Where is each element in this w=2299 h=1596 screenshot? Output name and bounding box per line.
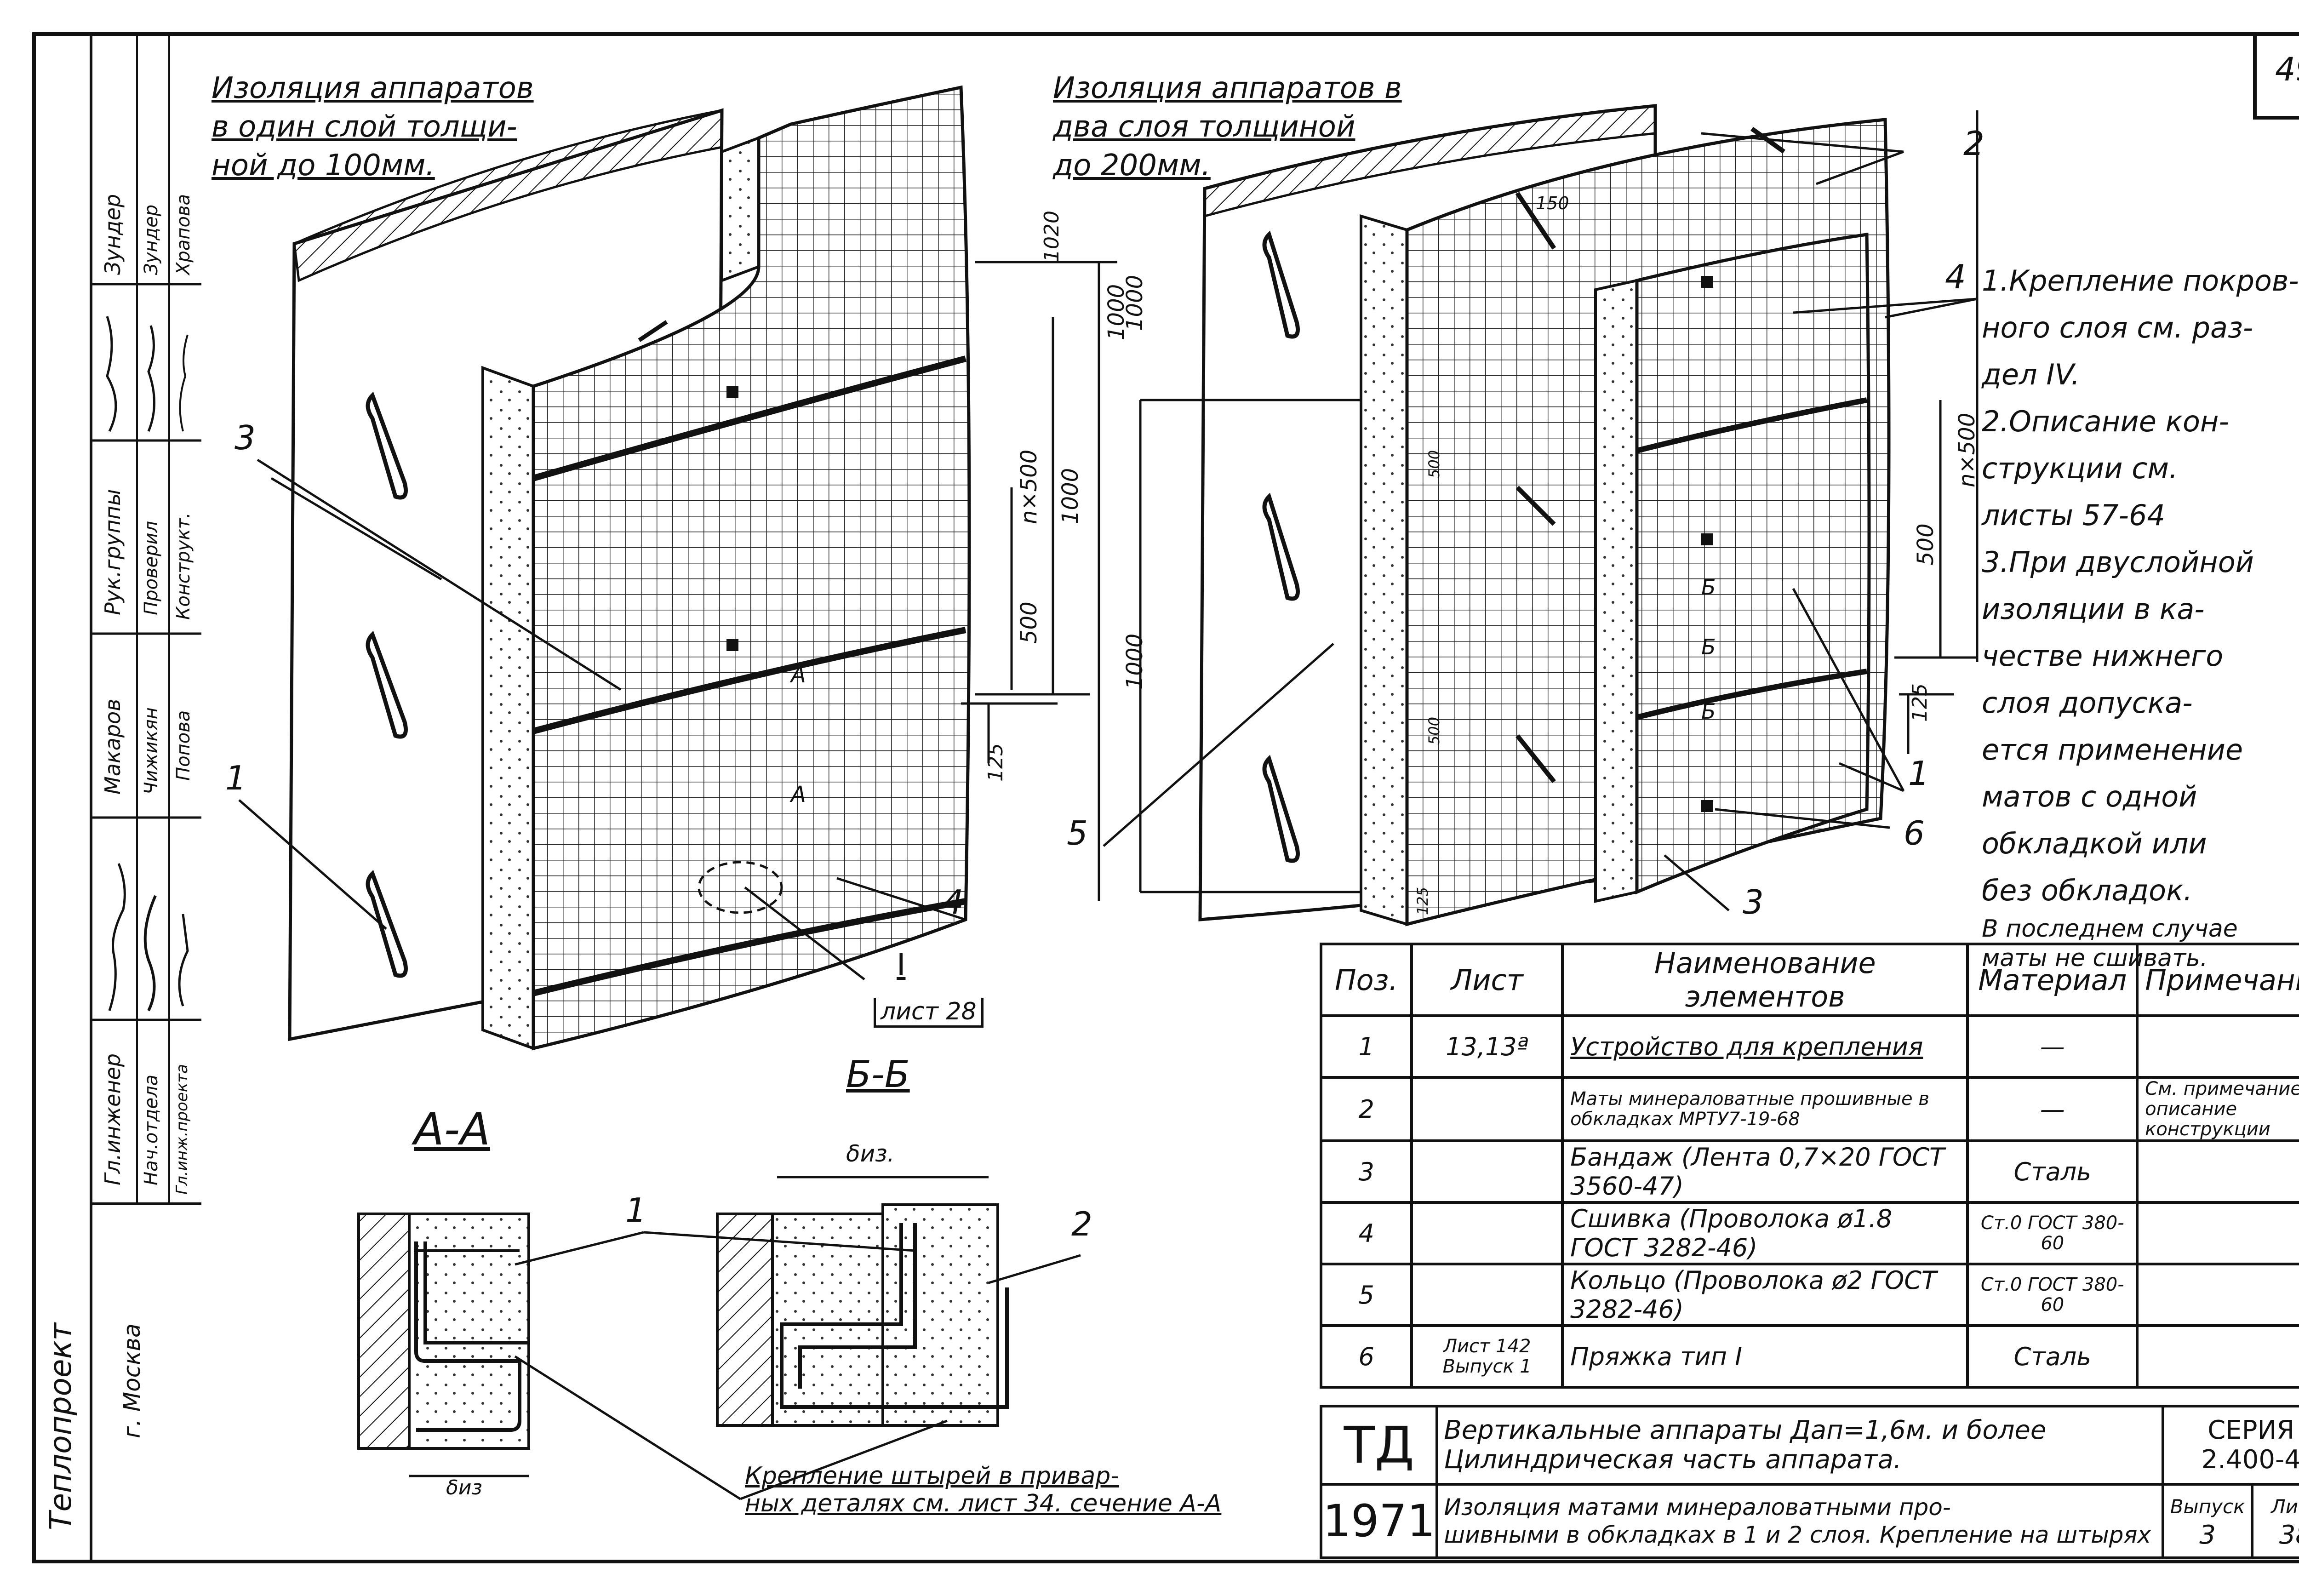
- col-material: Материал: [1966, 943, 2139, 1017]
- callout-1-right: 1: [1908, 754, 1929, 793]
- insulation-face-left: [532, 85, 971, 1051]
- table-row: 4 Сшивка (Проволока ø1.8 ГОСТ 3282-46) С…: [1319, 1201, 2299, 1265]
- stamp-year: 1971: [1319, 1483, 1439, 1559]
- sheet-number-box: 49: [2253, 32, 2299, 120]
- section-callout-1: 1: [625, 1191, 646, 1230]
- stamp-vyp: Выпуск 3: [2162, 1483, 2253, 1559]
- section-bb-title: Б-Б: [846, 1053, 910, 1096]
- table-row: 3 Бандаж (Лента 0,7×20 ГОСТ 3560-47) Ста…: [1319, 1139, 2299, 1204]
- spec-table: Поз. Лист Наименование элементов Материа…: [1319, 943, 2299, 1389]
- dim-500-vessel-b: 500: [1425, 716, 1443, 745]
- callout-3-left: 3: [234, 418, 256, 457]
- leader-lines: [238, 132, 1978, 980]
- table-row: 5 Кольцо (Проволока ø2 ГОСТ 3282-46) Ст.…: [1319, 1263, 2299, 1327]
- dim-1020: 1020: [1040, 211, 1064, 262]
- stamp-title-2: Изоляция матами минераловатными про- шив…: [1435, 1483, 2165, 1559]
- section-mark-a1: А: [791, 662, 806, 688]
- col-pos: Поз.: [1319, 943, 1413, 1017]
- col-note: Примечание: [2136, 943, 2299, 1017]
- dim-150: 150: [1536, 193, 1569, 213]
- notes: 1.Крепление покров- ного слоя см. раз- д…: [1982, 264, 2299, 972]
- dim-125-bottom: 125: [1414, 887, 1431, 915]
- section-bb: [716, 1176, 1009, 1427]
- callout-4-right: 4: [1945, 257, 1966, 296]
- dim-500-left: 500: [1016, 601, 1042, 644]
- dim-125-right: 125: [1908, 683, 1932, 722]
- signatures: [106, 316, 189, 1012]
- title-block: Теплопроект г. Москва Гл.инженер Нач.отд…: [36, 36, 201, 1560]
- section-aa: [357, 1213, 530, 1477]
- dim-1000-right-bot: 1000: [1122, 633, 1148, 690]
- dimension-lines: [961, 110, 1979, 901]
- dim-1000-mid: 1000: [1058, 468, 1083, 524]
- section-mark-b2: Б: [1701, 635, 1716, 659]
- dim-500-right: 500: [1913, 523, 1939, 566]
- section-bb-dim: δиз.: [846, 1140, 895, 1167]
- stamp-td: ТД: [1319, 1405, 1439, 1486]
- heading-double-layer: Изоляция аппаратов в два слоя толщиной д…: [1053, 71, 1402, 183]
- insulation-inner-layer: [1635, 232, 1871, 895]
- detail-sheet-ref: лист 28: [874, 998, 984, 1028]
- section-mark-b1: Б: [1701, 575, 1716, 600]
- table-row: 6 Лист 142 Выпуск 1 Пряжка тип I Сталь: [1319, 1324, 2299, 1389]
- callout-2-right: 2: [1963, 124, 1984, 163]
- heading-single-layer: Изоляция аппаратов в один слой толщи- но…: [212, 71, 534, 183]
- dim-1000-right-top: 1000: [1122, 275, 1148, 331]
- dim-n500-right: n×500: [1954, 412, 1980, 487]
- section-mark-b3: Б: [1701, 699, 1716, 724]
- callout-6-right: 6: [1904, 814, 1925, 852]
- callout-5-right: 5: [1067, 814, 1088, 852]
- title-block-grid: [90, 36, 201, 1560]
- detail-mark-I: I: [897, 947, 906, 983]
- vessel-double-layer: [1198, 104, 1891, 927]
- stamp-list: Лист 38: [2250, 1483, 2299, 1559]
- section-callout-2: 2: [1071, 1205, 1092, 1243]
- section-aa-title: А-А: [414, 1104, 490, 1155]
- callout-4-left: 4: [943, 883, 964, 921]
- dim-n500-left: n×500: [1016, 449, 1042, 524]
- col-sheet: Лист: [1410, 943, 1564, 1017]
- stamp-series: СЕРИЯ 2.400-4: [2162, 1405, 2299, 1486]
- table-row: 1 13,13ª Устройство для крепления —: [1319, 1014, 2299, 1079]
- dim-500-vessel-a: 500: [1425, 450, 1443, 478]
- sheet-frame: [32, 32, 2299, 1563]
- section-caption: Крепление штырей в привар- ных деталях с…: [745, 1462, 1222, 1517]
- col-name: Наименование элементов: [1561, 943, 1969, 1017]
- section-mark-a2: А: [791, 782, 806, 807]
- stamp-block: ТД Вертикальные аппараты Дап=1,6м. и бол…: [1319, 1405, 2299, 1559]
- table-row: 2 Маты минераловатные прошивные в обклад…: [1319, 1076, 2299, 1142]
- stamp-title-1: Вертикальные аппараты Дап=1,6м. и более …: [1435, 1405, 2165, 1486]
- dim-125-left: 125: [984, 743, 1007, 782]
- vessel-single-layer: [288, 85, 971, 1051]
- callout-3-right: 3: [1743, 883, 1764, 921]
- callout-1-left: 1: [225, 759, 246, 797]
- spec-header-row: Поз. Лист Наименование элементов Материа…: [1319, 943, 2299, 1017]
- sheet-number: 49: [2275, 51, 2299, 88]
- section-aa-dim: δиз: [446, 1476, 482, 1499]
